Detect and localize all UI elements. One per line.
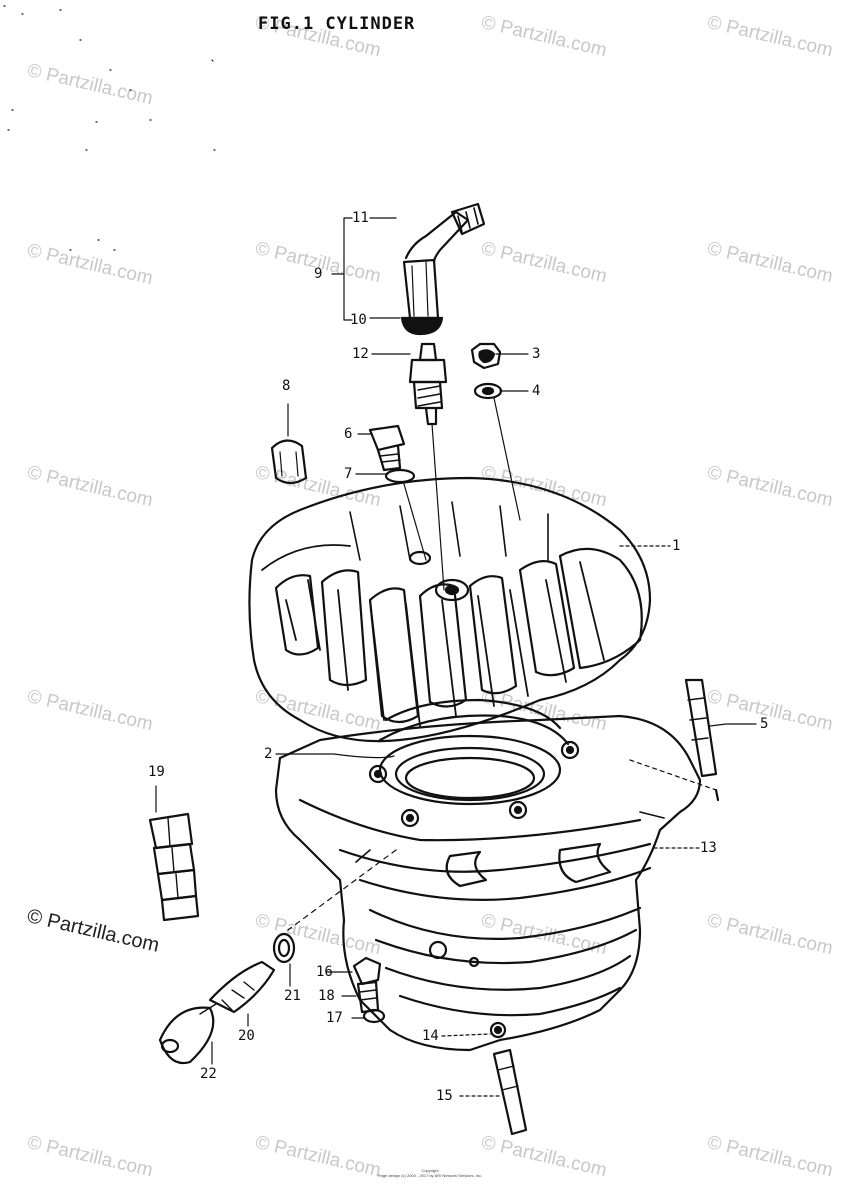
copyright-notice: Copyright Page design (c) 2004 - 2017 by… <box>365 1168 495 1178</box>
callout-8: 8 <box>282 378 291 394</box>
drain-plug <box>368 424 427 561</box>
callout-1: 1 <box>672 538 681 554</box>
nut-and-washer <box>470 342 521 521</box>
callout-4: 4 <box>532 383 541 399</box>
callout-22: 22 <box>200 1066 217 1082</box>
callout-11: 11 <box>352 210 369 226</box>
head-gasket <box>378 698 570 746</box>
copyright-line-2: Page design (c) 2004 - 2017 by ARI Netwo… <box>377 1173 483 1178</box>
cylinder-body <box>274 714 702 1052</box>
callout-10: 10 <box>350 312 367 328</box>
callout-21: 21 <box>284 988 301 1004</box>
callout-2: 2 <box>264 746 273 762</box>
sealing-washer <box>272 932 296 964</box>
copyright-line-1: Copyright <box>421 1168 439 1173</box>
stud-bolt <box>492 1048 528 1136</box>
callout-5: 5 <box>760 716 769 732</box>
temperature-sensor <box>158 960 276 1065</box>
callout-19: 19 <box>148 764 165 780</box>
spark-plug <box>408 342 448 591</box>
callout-7: 7 <box>344 466 353 482</box>
leader-lines <box>155 217 757 1097</box>
rubber-dampers <box>148 812 200 922</box>
bleeder-screw <box>352 956 386 1024</box>
callout-9: 9 <box>314 266 323 282</box>
callout-15: 15 <box>436 1088 453 1104</box>
figure-title: FIG.1 CYLINDER <box>258 14 416 34</box>
callout-20: 20 <box>238 1028 255 1044</box>
callout-14: 14 <box>422 1028 439 1044</box>
callout-13: 13 <box>700 840 717 856</box>
dowel-pin <box>684 678 720 802</box>
rubber-cap <box>270 439 308 485</box>
callout-17: 17 <box>326 1010 343 1026</box>
callout-6: 6 <box>344 426 353 442</box>
callout-18: 18 <box>318 988 335 1004</box>
callout-12: 12 <box>352 346 369 362</box>
spark-plug-cap <box>400 202 486 336</box>
callout-16: 16 <box>316 964 333 980</box>
callout-3: 3 <box>532 346 541 362</box>
cylinder-head <box>248 476 652 743</box>
scan-specks <box>3 5 216 251</box>
